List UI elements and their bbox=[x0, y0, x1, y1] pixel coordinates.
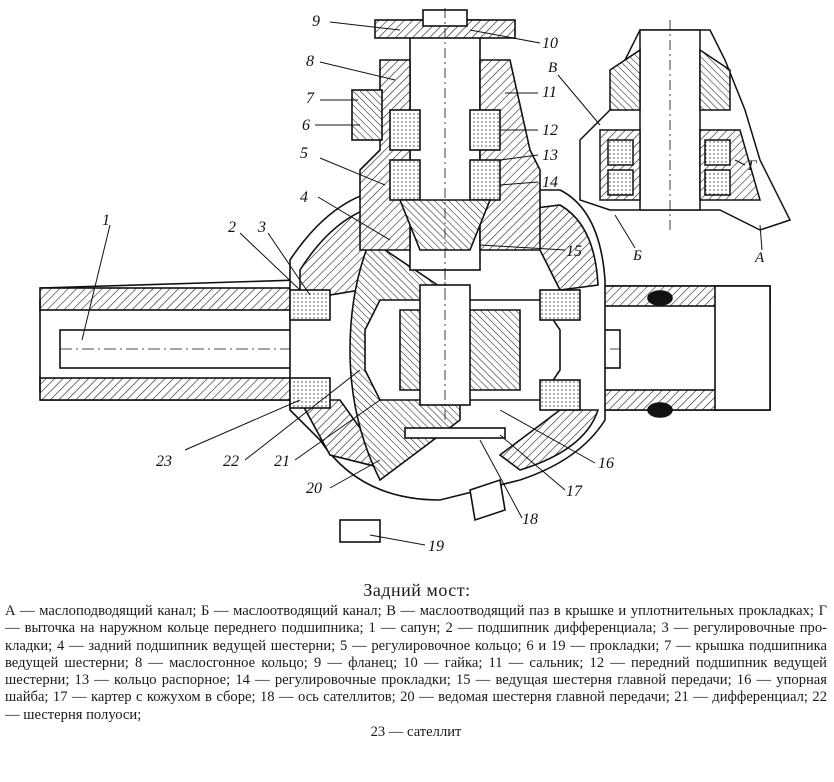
callout-3: 3 bbox=[257, 219, 266, 236]
callout-20: 20 bbox=[306, 480, 322, 497]
inset-letter-v: В bbox=[548, 60, 557, 76]
callout-22: 22 bbox=[223, 453, 239, 470]
legend-line: кольцо распорное; 14 — регулировочные пр… bbox=[114, 672, 667, 689]
legend-line: кладки; 4 — задний подшипник ведущей шес… bbox=[5, 637, 585, 654]
callout-13: 13 bbox=[542, 147, 558, 164]
callout-12: 12 bbox=[542, 122, 558, 139]
callout-1: 1 bbox=[102, 212, 110, 229]
figure-legend: А — маслоподводящий канал; Б — маслоотво… bbox=[5, 603, 827, 741]
inset-letter-g: Г bbox=[747, 158, 758, 174]
callout-19: 19 bbox=[428, 538, 444, 555]
inset-letter-b: Б bbox=[632, 248, 642, 264]
callout-23: 23 bbox=[156, 453, 172, 470]
callout-16: 16 bbox=[598, 455, 614, 472]
inset-detail bbox=[579, 20, 792, 231]
rear-axle-drawing: 1 2 3 4 5 6 7 8 9 10 11 12 13 14 15 16 1… bbox=[39, 8, 792, 555]
leader-lines bbox=[81, 21, 763, 546]
callout-9: 9 bbox=[312, 13, 320, 30]
callout-14: 14 bbox=[542, 174, 558, 191]
legend-line: подшипника; 1 — сапун; 2 — подшипник диф… bbox=[281, 620, 827, 637]
callout-15: 15 bbox=[566, 243, 582, 260]
legend-line: прокладки; 7 — крышка подшипника ведущей… bbox=[5, 637, 827, 671]
legend-line: фланец; 10 — гайка; 11 — сальник; 12 — п… bbox=[5, 654, 827, 689]
callout-2: 2 bbox=[228, 219, 236, 236]
legend-line: в крышке и уплотнительных прокладках; Г … bbox=[5, 603, 828, 637]
callout-21: 21 bbox=[274, 453, 290, 470]
callout-5: 5 bbox=[300, 145, 308, 162]
figure-title: Задний мост: bbox=[363, 580, 471, 600]
legend-line: 20 — ведомая шестерня главной передачи; … bbox=[5, 689, 827, 723]
callout-7: 7 bbox=[306, 90, 315, 107]
legend-line: передачи; 16 — упорная шайба; 17 — карте… bbox=[5, 672, 827, 706]
inset-letter-a: А bbox=[754, 250, 765, 266]
callout-8: 8 bbox=[306, 53, 314, 70]
legend-line: А — маслоподводящий канал; Б — маслоотво… bbox=[5, 603, 550, 619]
callout-17: 17 bbox=[566, 483, 583, 500]
callout-4: 4 bbox=[300, 189, 308, 206]
callout-labels: 1 2 3 4 5 6 7 8 9 10 11 12 13 14 15 16 1… bbox=[102, 13, 765, 555]
callout-6: 6 bbox=[302, 117, 310, 134]
callout-11: 11 bbox=[542, 84, 557, 101]
legend-line: 23 — сателлит bbox=[370, 724, 462, 741]
callout-10: 10 bbox=[542, 35, 558, 52]
callout-18: 18 bbox=[522, 511, 538, 528]
axle-housing bbox=[39, 8, 771, 543]
